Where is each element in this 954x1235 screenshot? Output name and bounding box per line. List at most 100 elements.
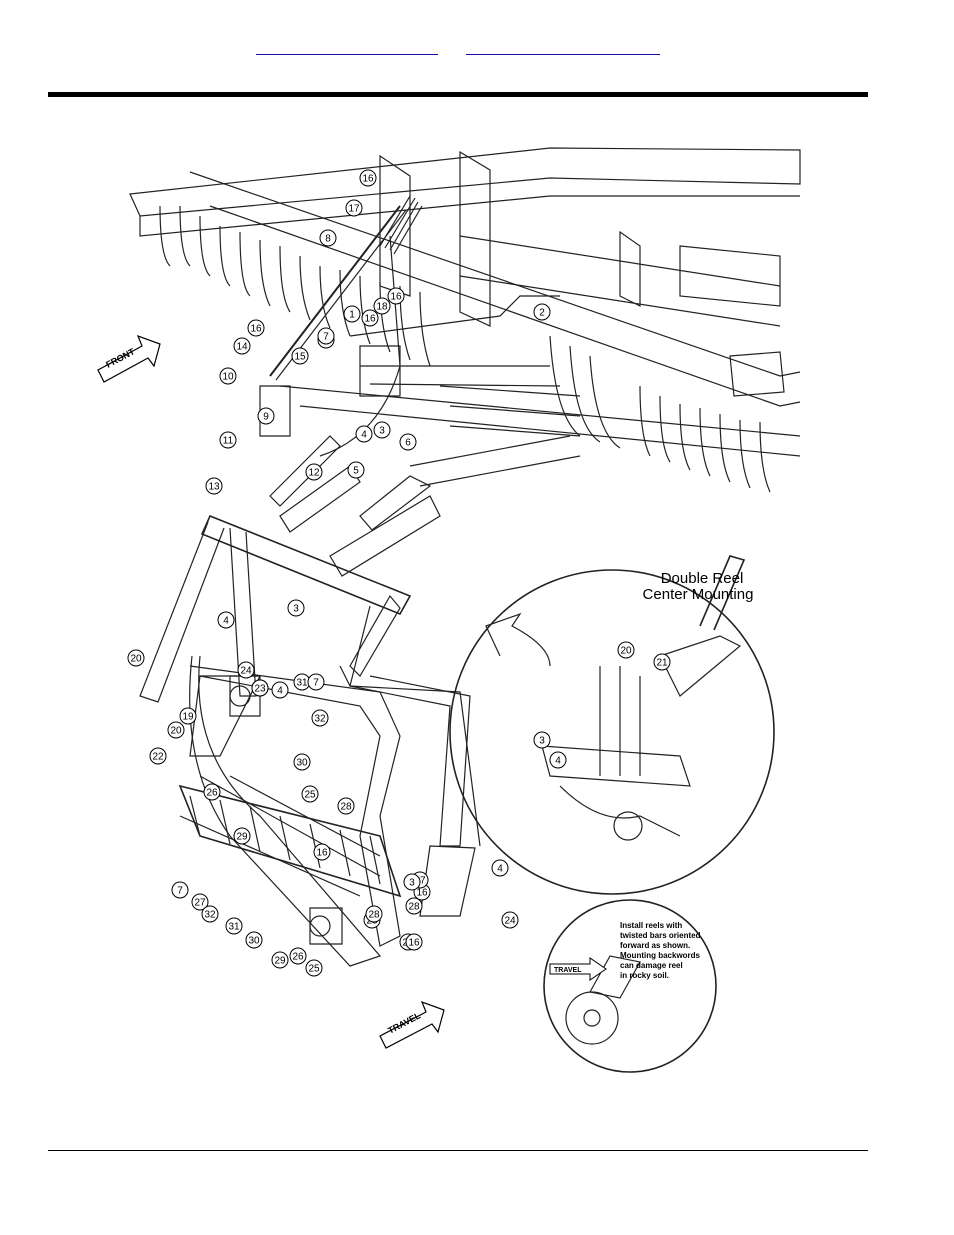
callout-label: 28 bbox=[408, 902, 420, 913]
callout-label: 2 bbox=[539, 308, 545, 319]
travel-arrow: TRAVEL bbox=[379, 1000, 445, 1049]
callout-label: 15 bbox=[294, 352, 306, 363]
callout-bubble bbox=[317, 327, 335, 345]
callout-label: 16 bbox=[362, 174, 374, 185]
callout-label: 16 bbox=[416, 888, 428, 899]
callout-bubble bbox=[245, 931, 263, 949]
callout-label: 28 bbox=[340, 802, 352, 813]
callout-bubble bbox=[293, 753, 311, 771]
callout-label: 3 bbox=[539, 736, 545, 747]
callout-bubble bbox=[533, 731, 551, 749]
callout-bubble bbox=[549, 751, 567, 769]
callout-bubble bbox=[359, 169, 377, 187]
callout-label: 4 bbox=[277, 686, 283, 697]
callout-label: 4 bbox=[555, 756, 561, 767]
callout-label: 13 bbox=[208, 482, 220, 493]
callout-label: 24 bbox=[504, 916, 516, 927]
callout-label: 3 bbox=[293, 604, 299, 615]
callout-bubble bbox=[287, 599, 305, 617]
callout-bubble bbox=[533, 303, 551, 321]
callout-label: 24 bbox=[240, 666, 252, 677]
inset-travel-arrow: TRAVEL bbox=[549, 957, 607, 981]
svg-text:Mounting backwords: Mounting backwords bbox=[620, 951, 701, 960]
callout-bubble bbox=[305, 463, 323, 481]
callout-label: 4 bbox=[361, 430, 367, 441]
callout-bubble bbox=[373, 421, 391, 439]
callout-label: 28 bbox=[368, 910, 380, 921]
callout-bubble bbox=[365, 905, 383, 923]
callout-label: 29 bbox=[236, 832, 248, 843]
callout-label: 26 bbox=[292, 952, 304, 963]
callout-label: 16 bbox=[250, 324, 262, 335]
callout-bubble bbox=[399, 433, 417, 451]
header-rule bbox=[48, 92, 868, 97]
part-callouts: 1617871618162171614151094361151312432019… bbox=[127, 169, 671, 977]
callout-label: 30 bbox=[296, 758, 308, 769]
callout-bubble bbox=[289, 947, 307, 965]
spring-linkage bbox=[259, 195, 581, 533]
callout-label: 20 bbox=[620, 646, 632, 657]
callout-label: 26 bbox=[206, 788, 218, 799]
callout-bubble bbox=[343, 305, 361, 323]
installation-note: Install reels with twisted bars oriented… bbox=[620, 921, 701, 980]
parts-diagram: FRONT TRAVEL TRAVEL Double Reel Center M… bbox=[80, 136, 802, 1078]
callout-bubble bbox=[219, 367, 237, 385]
callout-label: 31 bbox=[228, 922, 240, 933]
callout-label: 16 bbox=[364, 314, 376, 325]
front-arrow: FRONT bbox=[97, 334, 161, 383]
callout-bubble bbox=[233, 827, 251, 845]
top-link-1[interactable] bbox=[256, 38, 438, 55]
reel-frame bbox=[139, 435, 581, 967]
callout-bubble bbox=[271, 681, 289, 699]
callout-label: 9 bbox=[263, 412, 269, 423]
callout-label: 31 bbox=[296, 678, 308, 689]
callout-label: 5 bbox=[353, 466, 359, 477]
callout-label: 18 bbox=[376, 302, 388, 313]
callout-label: 1 bbox=[349, 310, 355, 321]
callout-label: 7 bbox=[313, 678, 319, 689]
callout-bubble bbox=[403, 873, 421, 891]
svg-text:in rocky soil.: in rocky soil. bbox=[620, 971, 669, 980]
callout-label: 8 bbox=[325, 234, 331, 245]
callout-label: 25 bbox=[308, 964, 320, 975]
callout-label: 32 bbox=[314, 714, 326, 725]
callout-bubble bbox=[171, 881, 189, 899]
callout-label: 11 bbox=[223, 436, 234, 447]
callout-label: 25 bbox=[304, 790, 316, 801]
callout-bubble bbox=[617, 641, 635, 659]
callout-label: 32 bbox=[204, 910, 216, 921]
callout-bubble bbox=[247, 319, 265, 337]
callout-bubble bbox=[405, 897, 423, 915]
callout-bubble bbox=[203, 783, 221, 801]
callout-bubble bbox=[653, 653, 671, 671]
callout-label: 21 bbox=[656, 658, 668, 669]
callout-bubble bbox=[347, 461, 365, 479]
callout-bubble bbox=[501, 911, 519, 929]
callout-label: 7 bbox=[177, 886, 183, 897]
callout-bubble bbox=[167, 721, 185, 739]
callout-bubble bbox=[361, 309, 379, 327]
callout-bubble bbox=[219, 431, 237, 449]
callout-bubble bbox=[251, 679, 269, 697]
callout-label: 20 bbox=[170, 726, 182, 737]
top-link-2[interactable] bbox=[466, 38, 660, 55]
callout-label: 19 bbox=[182, 712, 194, 723]
callout-label: 20 bbox=[130, 654, 142, 665]
callout-bubble bbox=[291, 347, 309, 365]
callout-label: 12 bbox=[308, 468, 320, 479]
callout-bubble bbox=[305, 959, 323, 977]
callout-bubble bbox=[355, 425, 373, 443]
callout-bubble bbox=[201, 905, 219, 923]
callout-bubble bbox=[387, 287, 405, 305]
callout-bubble bbox=[237, 661, 255, 679]
callout-bubble bbox=[491, 859, 509, 877]
callout-label: 6 bbox=[405, 438, 411, 449]
callout-label: 23 bbox=[254, 684, 266, 695]
callout-label: 4 bbox=[497, 864, 503, 875]
callout-bubble bbox=[301, 785, 319, 803]
callout-bubble bbox=[257, 407, 275, 425]
callout-bubble bbox=[127, 649, 145, 667]
svg-text:can damage reel: can damage reel bbox=[620, 961, 683, 970]
callout-label: 16 bbox=[390, 292, 402, 303]
callout-bubble bbox=[233, 337, 251, 355]
